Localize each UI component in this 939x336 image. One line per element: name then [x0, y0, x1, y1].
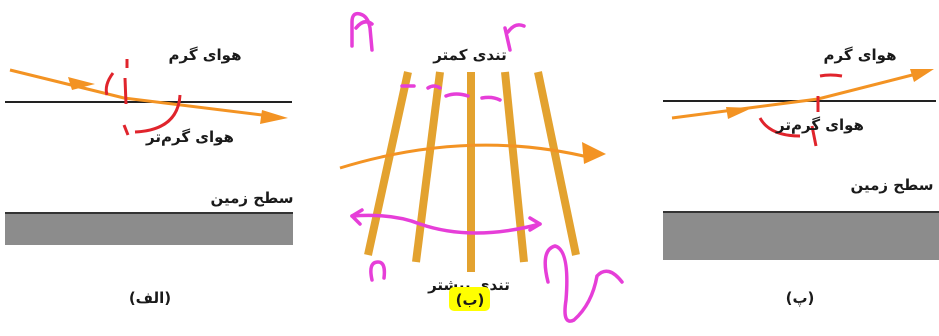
- annotation-ink: [760, 75, 842, 146]
- lower-air-label: هوای گرم‌تر: [775, 116, 864, 134]
- upper-air-label: هوای گرم: [169, 46, 242, 64]
- wavefronts: [368, 72, 576, 272]
- upper-air-label: هوای گرم: [824, 46, 897, 64]
- panel-caption: (ب): [456, 291, 485, 309]
- light-ray: [10, 70, 278, 117]
- arrow-right-icon: [260, 110, 288, 124]
- wavefront-line: [505, 72, 524, 262]
- wavefront-line: [416, 72, 440, 262]
- lower-air-label: هوای گرم‌تر: [145, 128, 234, 146]
- arrow-right-icon: [582, 142, 606, 164]
- top-speed-label: تندی کمتر: [432, 46, 507, 64]
- wavefront-line: [538, 72, 576, 255]
- panel-left: هوای گرم هوای گرم‌تر سطح زمین (الف): [5, 46, 293, 307]
- wavefront-line: [368, 72, 408, 255]
- arrow-right-icon: [910, 69, 934, 82]
- light-ray: [672, 72, 924, 118]
- panel-right: هوای گرم هوای گرم‌تر سطح زمین (پ): [663, 46, 939, 307]
- ground-label: سطح زمین: [851, 176, 934, 194]
- ground-surface: [5, 213, 293, 245]
- panel-middle: تندی کمتر تندی بیشتر (ب): [340, 14, 622, 321]
- arrow-right-icon: [726, 107, 752, 119]
- ground-label: سطح زمین: [211, 189, 294, 207]
- ground-surface: [663, 212, 939, 260]
- panel-caption: (پ): [786, 289, 815, 307]
- panel-caption: (الف): [129, 289, 171, 307]
